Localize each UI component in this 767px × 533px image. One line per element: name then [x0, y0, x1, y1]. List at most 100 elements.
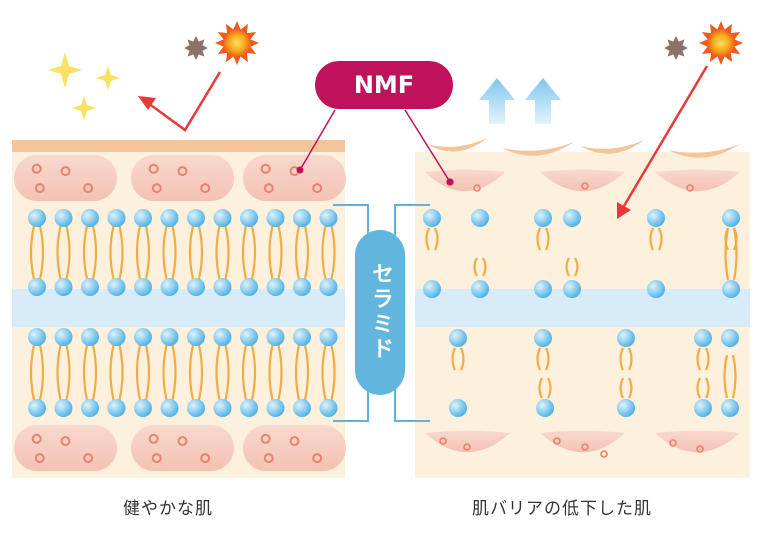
flaking-cell — [580, 140, 644, 154]
lipid-tail — [696, 377, 701, 399]
ceramide-lipid — [187, 209, 205, 296]
lipid-head — [721, 329, 739, 347]
lipid-tail — [459, 347, 465, 371]
lipid-tail — [628, 377, 633, 399]
lipid-tail — [547, 377, 552, 399]
ceramide-lipid — [81, 209, 99, 296]
lipid-head — [722, 209, 740, 227]
lipid-head — [647, 209, 665, 227]
nmf-molecule — [263, 183, 274, 194]
ceramide-lipid — [266, 328, 285, 417]
healthy-water-band — [12, 289, 345, 327]
lipid-head — [534, 280, 552, 298]
nmf-cell — [14, 425, 117, 471]
nmf-molecule — [669, 439, 677, 447]
ceramide-lipid — [213, 209, 232, 296]
nmf-cell — [425, 430, 510, 453]
dust-icon-right — [664, 36, 688, 60]
lipid-tail — [565, 257, 570, 277]
lipid-head — [534, 209, 552, 227]
ceramide-label: セラミド — [368, 262, 393, 362]
lipid-tail — [482, 257, 487, 277]
ceramide-badge: セラミド — [355, 230, 405, 395]
lipid-head — [534, 329, 552, 347]
ceramide-lipid — [107, 209, 126, 296]
lipid-head — [647, 280, 665, 298]
moisture-loss-arrow-icon — [479, 78, 561, 124]
nmf-pointer-right — [404, 109, 451, 183]
ceramide-lipid — [319, 328, 338, 417]
lipid-tail — [433, 227, 439, 251]
nmf-molecule — [83, 183, 94, 194]
nmf-cell — [655, 169, 740, 192]
nmf-label: NMF — [354, 71, 414, 99]
lipid-head — [721, 399, 739, 417]
nmf-pointer-left — [299, 109, 336, 171]
ceramide-lipid — [134, 328, 152, 417]
lipid-tail — [544, 347, 550, 371]
nmf-molecule — [34, 183, 45, 194]
nmf-pointer-dot-right — [446, 178, 454, 186]
lipid-head — [536, 399, 554, 417]
lipid-tail — [704, 347, 710, 371]
nmf-molecule — [581, 182, 589, 190]
ceramide-lipid — [28, 328, 46, 417]
lipid-tail — [619, 377, 624, 399]
lipid-tail — [723, 354, 729, 399]
lipid-tail — [649, 227, 655, 251]
healthy-nmf-cells-top — [14, 155, 346, 201]
lipid-head — [694, 399, 712, 417]
ceramide-lipid — [160, 209, 179, 296]
nmf-molecule — [581, 443, 589, 451]
damaged-flaking-cells — [427, 138, 740, 158]
nmf-molecule — [60, 166, 71, 177]
damaged-water-band — [415, 289, 750, 327]
ceramide-lipid — [28, 209, 46, 296]
nmf-molecule — [60, 436, 71, 447]
ceramide-lipid — [54, 209, 73, 296]
nmf-callout: NMF — [296, 61, 454, 186]
ceramide-lipid — [240, 209, 258, 296]
uv-bounce-arrow-icon — [138, 71, 222, 132]
nmf-molecule — [312, 453, 323, 464]
nmf-molecule — [200, 453, 211, 464]
lipid-head — [722, 280, 740, 298]
healthy-nmf-cells-bottom — [14, 425, 346, 471]
lipid-tail — [696, 347, 702, 371]
ceramide-lipid — [293, 328, 311, 417]
ceramide-lipid — [240, 328, 258, 417]
lipid-head — [694, 329, 712, 347]
lipid-tail — [705, 377, 710, 399]
lipid-tail — [574, 257, 579, 277]
healthy-lipid-bilayers — [28, 209, 338, 417]
damaged-skin-panel — [415, 138, 750, 478]
nmf-badge — [315, 61, 453, 109]
lipid-head — [449, 399, 467, 417]
lipid-tail — [536, 347, 542, 371]
healthy-skin-caption: 健やかな肌 — [123, 499, 213, 519]
lipid-head — [423, 209, 441, 227]
nmf-pointer-dot-left — [296, 166, 304, 174]
flaking-cell — [427, 138, 487, 152]
nmf-molecule — [148, 163, 159, 174]
sparkle-icon — [48, 52, 120, 120]
nmf-molecule — [553, 437, 561, 445]
nmf-molecule — [463, 443, 471, 451]
lipid-head — [563, 209, 581, 227]
lipid-tail — [657, 227, 663, 251]
nmf-molecule — [31, 163, 42, 174]
lipid-tail — [627, 347, 633, 371]
sun-icon-right — [699, 21, 743, 65]
ceramide-lipid — [54, 328, 73, 417]
ceramide-lipid — [266, 209, 285, 296]
lipid-head — [471, 209, 489, 227]
lipid-tail — [536, 227, 542, 251]
nmf-molecule — [289, 436, 300, 447]
flaking-cell — [668, 144, 740, 158]
sun-icon-left — [215, 21, 259, 65]
lipid-head — [617, 329, 635, 347]
ceramide-lipid — [319, 209, 338, 296]
nmf-molecule — [312, 183, 323, 194]
lipid-head — [563, 280, 581, 298]
